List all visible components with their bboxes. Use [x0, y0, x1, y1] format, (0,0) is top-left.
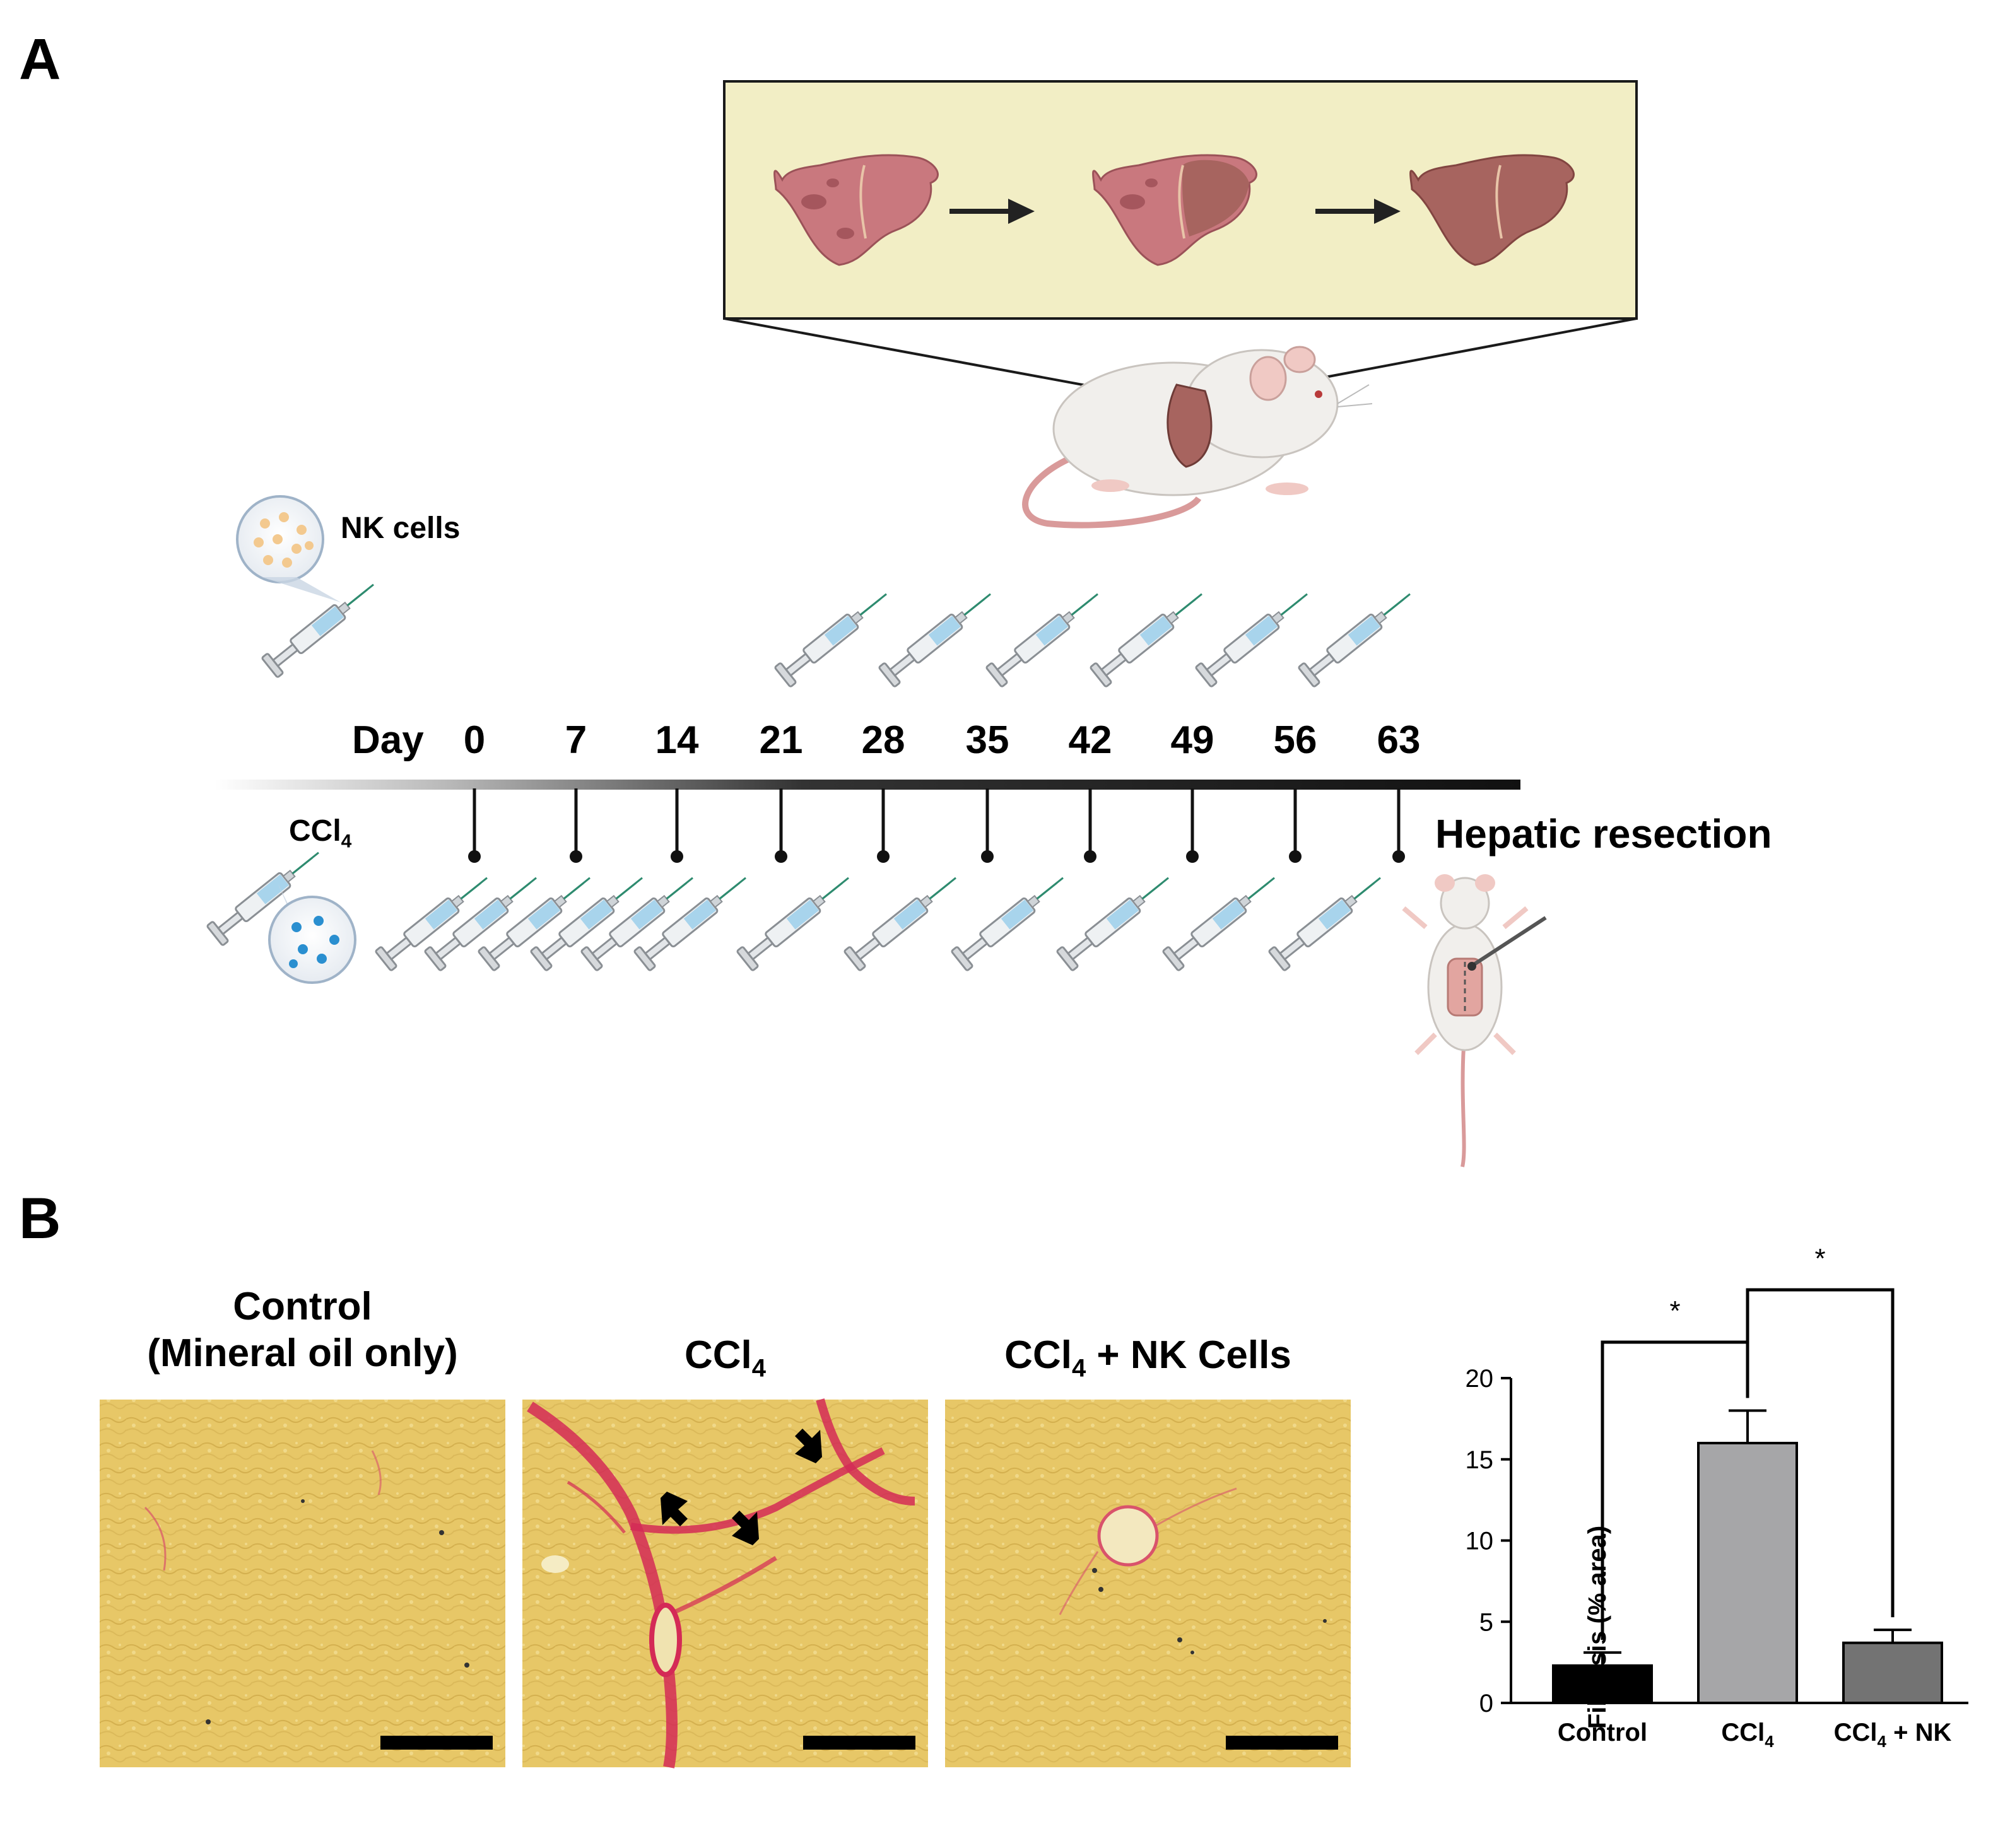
chart-y-tick-label: 0	[1479, 1690, 1493, 1717]
mouse-icon	[1022, 346, 1373, 529]
liver-diseased-icon	[773, 154, 939, 266]
control-image-title: Control (Mineral oil only)	[147, 1285, 458, 1376]
chart-y-tick-label: 10	[1466, 1528, 1494, 1555]
timeline-dot	[1289, 850, 1302, 863]
timeline-dot	[1084, 850, 1096, 863]
hepatic-resection-label: Hepatic resection	[1435, 811, 1772, 857]
day-tick-label: 7	[565, 718, 587, 762]
significance-star: *	[1814, 1243, 1825, 1274]
chart-y-tick-label: 15	[1466, 1446, 1494, 1474]
chart-category-label: CCl4	[1721, 1719, 1774, 1751]
ccl4-nk-image-title: CCl4 + NK Cells	[1004, 1333, 1291, 1383]
day-tick-label: 0	[463, 718, 486, 762]
nk-cells-label: NK cells	[341, 512, 461, 545]
significance-star: *	[1669, 1295, 1680, 1326]
timeline-dot	[671, 850, 683, 863]
nk-cells-dish-icon	[236, 495, 341, 602]
chart-category-label: CCl4 + NK	[1834, 1719, 1952, 1751]
panel-b-letter: B	[19, 1186, 61, 1251]
ccl4-dish-icon	[268, 883, 356, 984]
timeline-dot	[468, 850, 481, 863]
day-tick-label: 56	[1273, 718, 1317, 762]
chart-y-tick-label: 5	[1479, 1608, 1493, 1636]
timeline-dot	[1186, 850, 1199, 863]
panel-a-illustration	[206, 80, 1638, 1167]
timeline-dot	[877, 850, 890, 863]
timeline-dot	[1392, 850, 1405, 863]
liver-partial-icon	[1092, 154, 1257, 266]
panel-a-letter: A	[19, 27, 61, 91]
day-tick-label: 35	[965, 718, 1009, 762]
chart-y-axis-label: Fibrosis (% area)	[1584, 1525, 1611, 1729]
arrow-icon	[1315, 199, 1401, 224]
ccl4-label: CCl4	[289, 814, 352, 852]
day-tick-label: 28	[861, 718, 905, 762]
day-tick-label: 21	[759, 718, 803, 762]
chart-y-tick-label: 20	[1466, 1365, 1494, 1393]
timeline-dot	[775, 850, 787, 863]
day-tick-label: 49	[1170, 718, 1214, 762]
chart-bar	[1697, 1442, 1798, 1704]
arrow-icon	[949, 199, 1035, 224]
chart-bar	[1552, 1664, 1653, 1704]
resection-mouse-icon	[1402, 874, 1547, 1167]
day-tick-label: 42	[1068, 718, 1112, 762]
day-tick-label: 14	[655, 718, 699, 762]
day-tick-label: 63	[1377, 718, 1421, 762]
liver-healthy-icon	[1409, 154, 1575, 266]
chart-category-label: Control	[1558, 1719, 1647, 1746]
timeline-dot	[570, 850, 582, 863]
day-label: Day	[352, 718, 424, 762]
timeline-dot	[981, 850, 994, 863]
chart-bar	[1842, 1641, 1943, 1705]
timeline-bar	[215, 780, 1520, 790]
significance-bracket	[1746, 1288, 1895, 1618]
ccl4-image-title: CCl4	[684, 1333, 767, 1383]
